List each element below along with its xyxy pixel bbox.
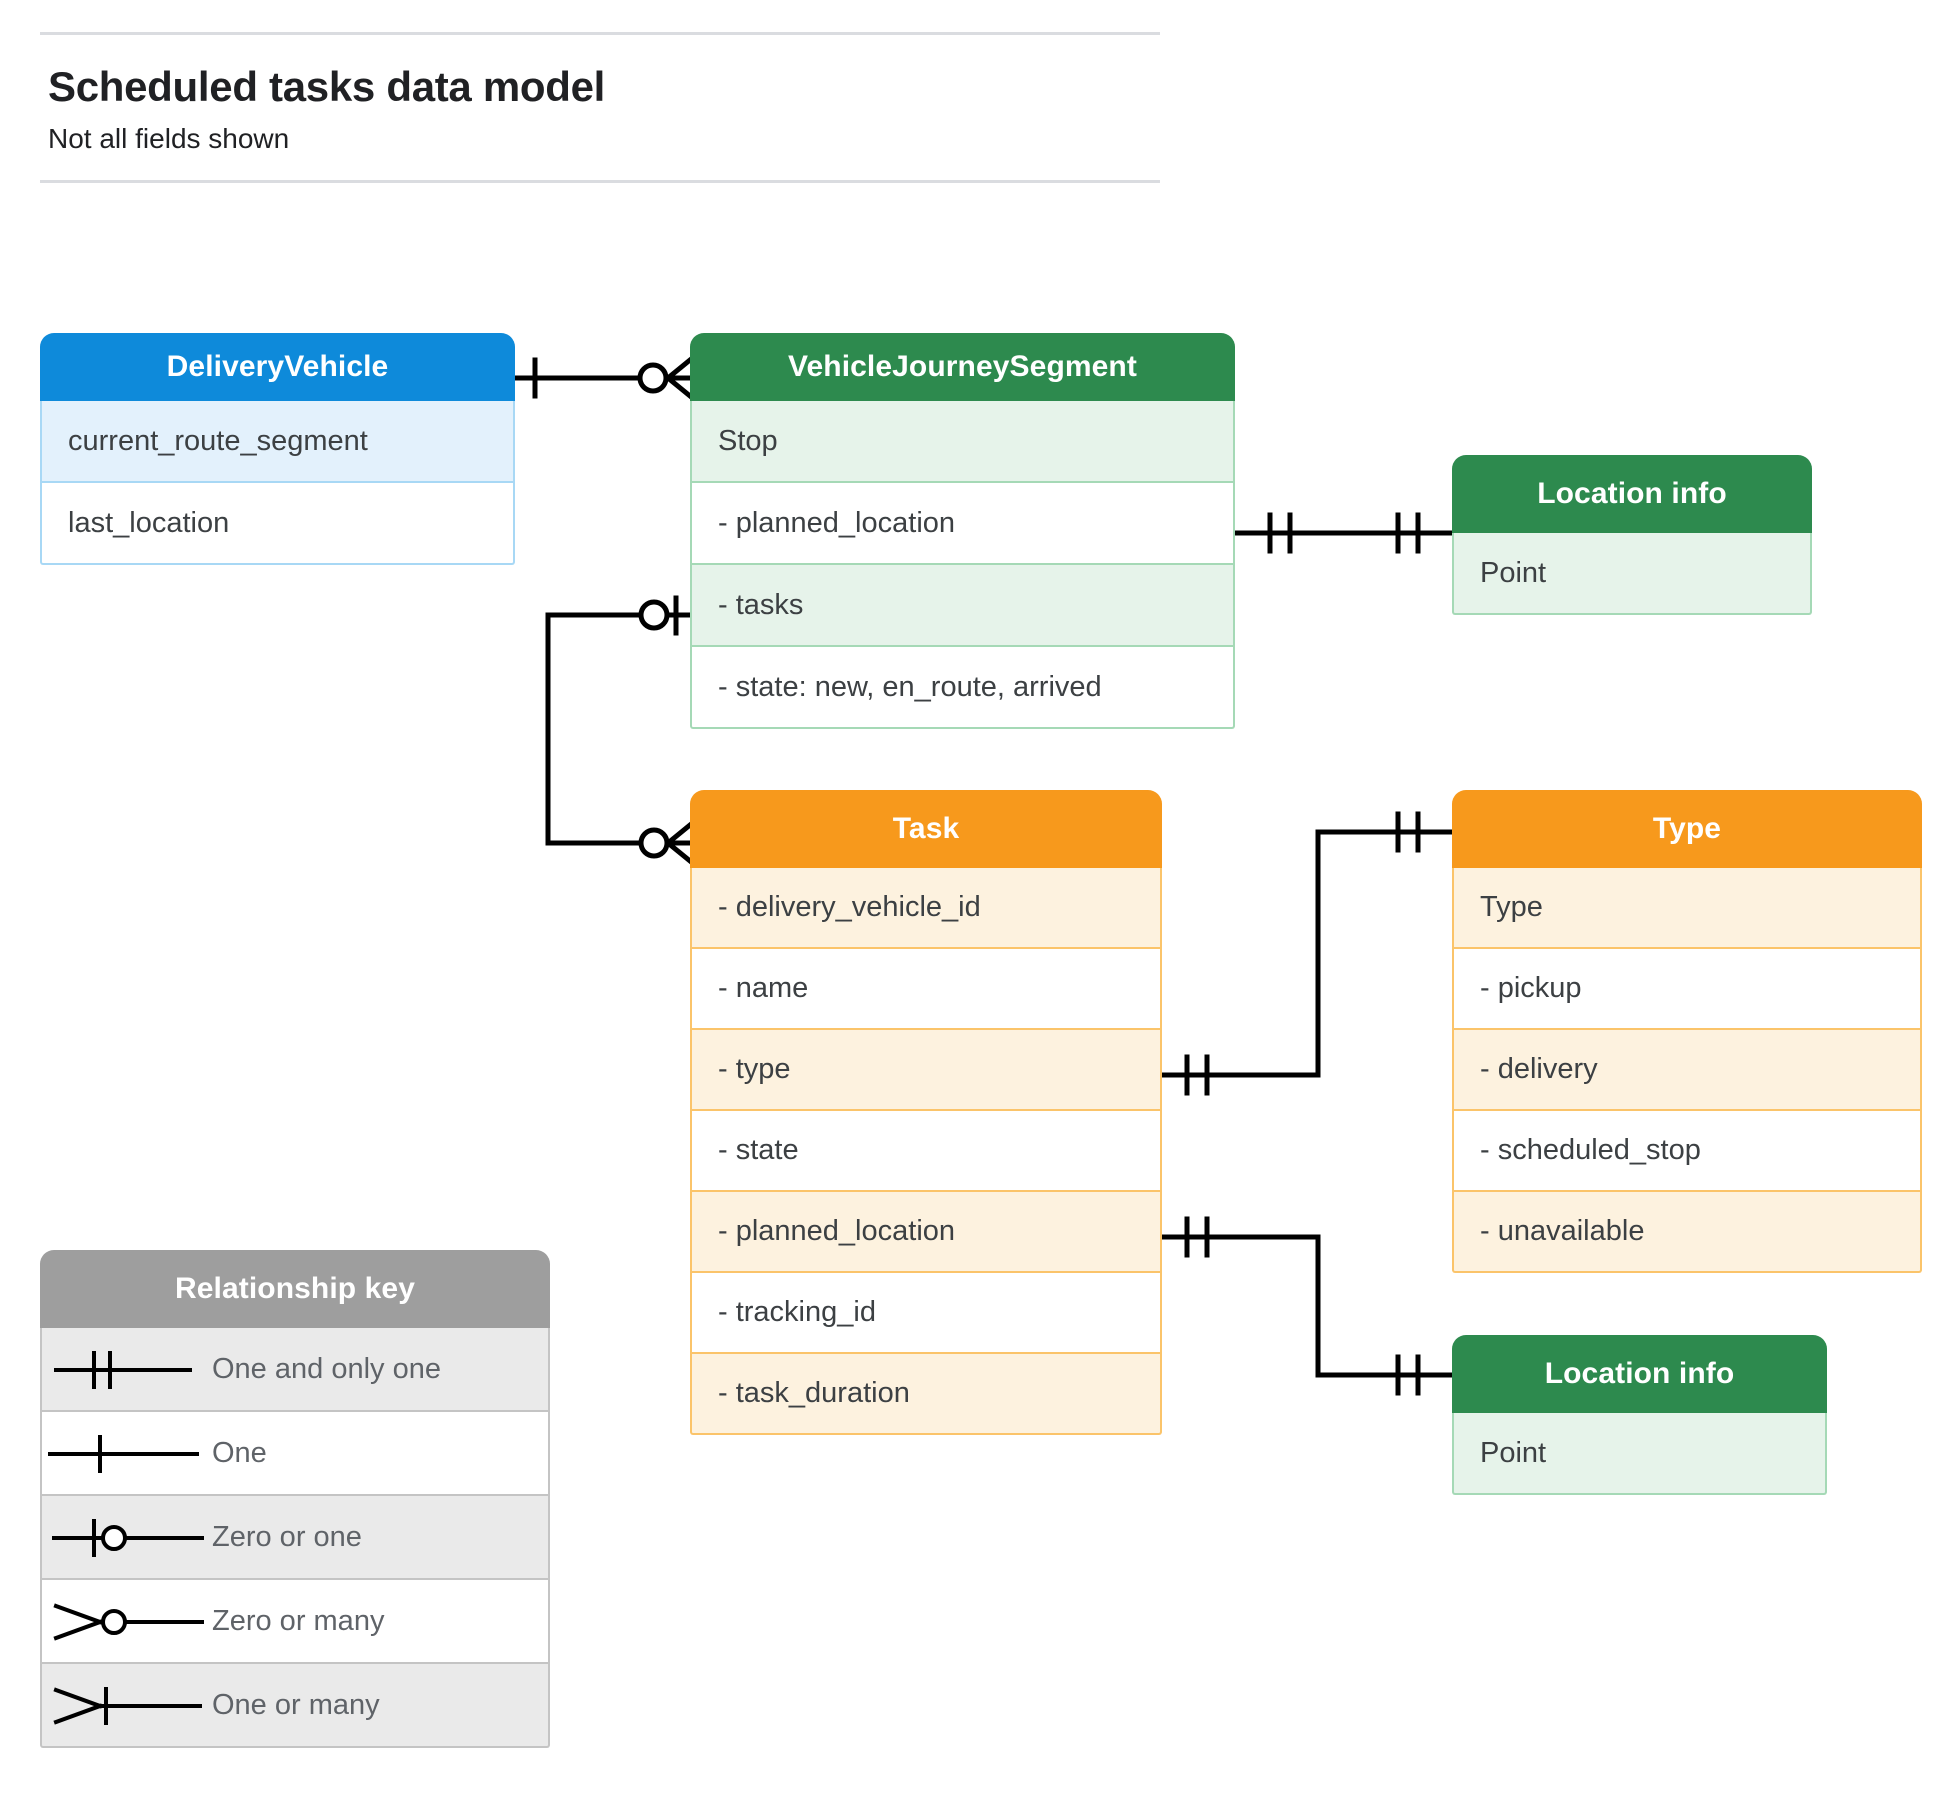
field-type-pickup[interactable]: - pickup [1452,949,1922,1030]
page-title: Scheduled tasks data model [48,63,606,110]
field-task-task-duration[interactable]: - task_duration [690,1354,1162,1435]
one-and-only-one-icon [42,1328,212,1410]
zero-or-one-icon [42,1496,212,1578]
entity-header-location-info-top: Location info [1452,455,1812,533]
field-location-point-bottom[interactable]: Point [1452,1413,1827,1495]
legend-label: One and only one [212,1352,441,1385]
legend-label: One or many [212,1688,380,1721]
one-icon [42,1412,212,1494]
header-bottom-rule [40,179,1160,183]
entity-header-delivery-vehicle: DeliveryVehicle [40,333,515,401]
field-vjs-tasks[interactable]: - tasks [690,565,1235,647]
field-task-planned-location[interactable]: - planned_location [690,1192,1162,1273]
field-task-name[interactable]: - name [690,949,1162,1030]
entity-type[interactable]: Type Type - pickup - delivery - schedule… [1452,790,1922,1273]
legend-item-one-or-many[interactable]: One or many [40,1664,550,1748]
entity-location-info-top[interactable]: Location info Point [1452,455,1812,615]
entity-header-vehicle-journey-segment: VehicleJourneySegment [690,333,1235,401]
one-or-many-icon [42,1664,212,1746]
field-type-unavailable[interactable]: - unavailable [1452,1192,1922,1273]
legend-item-zero-or-one[interactable]: Zero or one [40,1496,550,1580]
field-vjs-planned-location[interactable]: - planned_location [690,483,1235,565]
legend-item-one-and-only-one[interactable]: One and only one [40,1328,550,1412]
field-current-route-segment[interactable]: current_route_segment [40,401,515,483]
field-type-label[interactable]: Type [1452,868,1922,949]
entity-vehicle-journey-segment[interactable]: VehicleJourneySegment Stop - planned_loc… [690,333,1235,729]
legend-label: One [212,1436,267,1469]
field-task-tracking-id[interactable]: - tracking_id [690,1273,1162,1354]
field-task-type[interactable]: - type [690,1030,1162,1111]
field-task-delivery-vehicle-id[interactable]: - delivery_vehicle_id [690,868,1162,949]
field-stop[interactable]: Stop [690,401,1235,483]
field-location-point-top[interactable]: Point [1452,533,1812,615]
header-top-rule [40,32,1160,35]
entity-task[interactable]: Task - delivery_vehicle_id - name - type… [690,790,1162,1435]
page-header: Scheduled tasks data model Not all field… [40,32,1160,183]
field-type-delivery[interactable]: - delivery [1452,1030,1922,1111]
legend-label: Zero or many [212,1604,385,1637]
entity-header-task: Task [690,790,1162,868]
entity-delivery-vehicle[interactable]: DeliveryVehicle current_route_segment la… [40,333,515,565]
zero-or-many-icon [42,1580,212,1662]
entity-location-info-bottom[interactable]: Location info Point [1452,1335,1827,1495]
entity-header-location-info-bottom: Location info [1452,1335,1827,1413]
entity-header-type: Type [1452,790,1922,868]
field-task-state[interactable]: - state [690,1111,1162,1192]
field-vjs-state[interactable]: - state: new, en_route, arrived [690,647,1235,729]
legend-title: Relationship key [40,1250,550,1328]
legend-item-one[interactable]: One [40,1412,550,1496]
legend-relationship-key[interactable]: Relationship key One and only one One [40,1250,550,1748]
field-type-scheduled-stop[interactable]: - scheduled_stop [1452,1111,1922,1192]
field-last-location[interactable]: last_location [40,483,515,565]
legend-item-zero-or-many[interactable]: Zero or many [40,1580,550,1664]
legend-label: Zero or one [212,1520,362,1553]
page-subtitle: Not all fields shown [48,123,290,155]
